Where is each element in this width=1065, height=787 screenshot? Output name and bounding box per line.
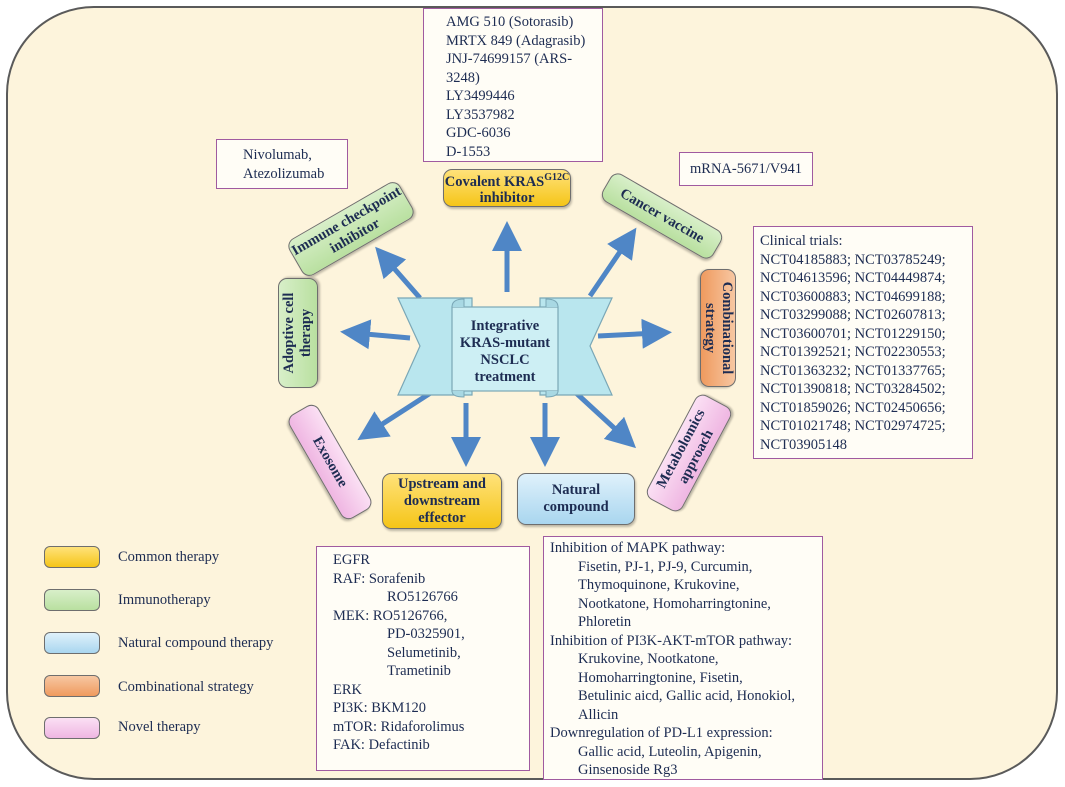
legend-swatch-novel bbox=[44, 717, 100, 739]
arrow-to-exosome bbox=[357, 389, 434, 441]
compound-item: Betulinic aicd, Gallic acid, Honokiol, bbox=[578, 688, 796, 704]
trial-item: NCT03299088; NCT02607813; bbox=[760, 307, 946, 323]
effector-drug-list: EGFR RAF: Sorafenib RO5126766 MEK: RO512… bbox=[316, 546, 530, 771]
arrow-to-vaccine bbox=[587, 227, 637, 298]
legend-label-natural: Natural compound therapy bbox=[118, 635, 274, 651]
clinical-trials-list: Clinical trials: NCT04185883; NCT0378524… bbox=[753, 226, 973, 459]
compound-item: Nootkatone, Homoharringtonine, bbox=[578, 595, 771, 612]
legend-label-common: Common therapy bbox=[118, 549, 220, 565]
effector-item: EGFR bbox=[333, 552, 371, 568]
drug-item: D-1553 bbox=[446, 143, 491, 160]
compound-item: Inhibition of PI3K-AKT-mTOR pathway: bbox=[550, 632, 793, 649]
drug-item: GDC-6036 bbox=[446, 125, 511, 141]
covalent-kras-inhibitor-node: Covalent KRASG12C inhibitor bbox=[443, 169, 571, 207]
compound-item: Ginsenoside Rg3 bbox=[578, 762, 678, 778]
compound-item: Phloretin bbox=[578, 614, 632, 630]
trial-item: NCT03905148 bbox=[760, 436, 847, 453]
drug-item: 3248) bbox=[446, 69, 480, 86]
drug-item: LY3499446 bbox=[446, 88, 515, 104]
legend-label-immuno: Immunotherapy bbox=[118, 592, 211, 608]
covalent-drug-list: AMG 510 (Sotorasib) MRTX 849 (Adagrasib)… bbox=[423, 8, 603, 162]
immune-drug-list: Nivolumab, Atezolizumab bbox=[216, 139, 348, 189]
effector-item: MEK: RO5126766, bbox=[333, 607, 448, 624]
effector-item: ERK bbox=[333, 681, 362, 698]
drug-item: MRTX 849 (Adagrasib) bbox=[446, 32, 586, 49]
center-ribbon bbox=[397, 297, 613, 398]
trial-item: NCT03600701; NCT01229150; bbox=[760, 325, 946, 342]
trial-item: Clinical trials: bbox=[760, 233, 843, 249]
drug-item: Atezolizumab bbox=[243, 165, 325, 182]
effector-item: Trametinib bbox=[387, 663, 451, 679]
drug-item: mRNA-5671/V941 bbox=[690, 161, 802, 177]
arrow-to-metabolomics bbox=[573, 390, 637, 449]
legend-label-novel: Novel therapy bbox=[118, 719, 201, 735]
compound-item: Thymoquinone, Krukovine, bbox=[578, 577, 740, 593]
upstream-downstream-effector-node: Upstream and downstream effector bbox=[382, 473, 502, 529]
effector-item: RO5126766 bbox=[387, 589, 458, 605]
legend-label-combinational: Combinational strategy bbox=[118, 679, 254, 695]
drug-item: Nivolumab, bbox=[243, 147, 312, 163]
arrow-to-immune bbox=[375, 246, 422, 300]
legend-swatch-combinational bbox=[44, 675, 100, 697]
trial-item: NCT01859026; NCT02450656; bbox=[760, 399, 946, 416]
trial-item: NCT04185883; NCT03785249; bbox=[760, 251, 946, 268]
vaccine-drug-list: mRNA-5671/V941 bbox=[679, 152, 813, 186]
trial-item: NCT03600883; NCT04699188; bbox=[760, 288, 946, 305]
drug-item: JNJ-74699157 (ARS- bbox=[446, 51, 573, 67]
center-line: NSCLC bbox=[480, 352, 530, 368]
compound-item: Homoharringtonine, Fisetin, bbox=[578, 669, 743, 686]
legend-swatch-natural bbox=[44, 632, 100, 654]
center-line: Integrative bbox=[470, 318, 540, 334]
center-line: treatment bbox=[474, 369, 536, 385]
compound-item: Fisetin, PJ-1, PJ-9, Curcumin, bbox=[578, 558, 753, 575]
arrow-to-combinational bbox=[597, 318, 672, 349]
adoptive-cell-therapy-node: Adoptive cell therapy bbox=[278, 278, 318, 388]
combinational-strategy-node: Combinational strategy bbox=[700, 269, 736, 387]
effector-item: mTOR: Ridaforolimus bbox=[333, 718, 465, 735]
effector-item: Selumetinib, bbox=[387, 644, 461, 661]
drug-item: AMG 510 (Sotorasib) bbox=[446, 14, 574, 30]
trial-item: NCT01390818; NCT03284502; bbox=[760, 381, 946, 397]
trial-item: NCT01363232; NCT01337765; bbox=[760, 362, 946, 379]
trial-item: NCT01392521; NCT02230553; bbox=[760, 344, 946, 360]
compound-item: Inhibition of MAPK pathway: bbox=[550, 540, 726, 556]
drug-item: LY3537982 bbox=[446, 106, 515, 123]
effector-item: FAK: Defactinib bbox=[333, 737, 430, 753]
trial-item: NCT04613596; NCT04449874; bbox=[760, 270, 946, 286]
legend-swatch-common bbox=[44, 546, 100, 568]
arrow-to-adoptive bbox=[340, 319, 411, 350]
effector-item: PI3K: BKM120 bbox=[333, 700, 427, 716]
center-line: KRAS-mutant bbox=[459, 335, 551, 351]
trial-item: NCT01021748; NCT02974725; bbox=[760, 418, 946, 434]
compound-item: Krukovine, Nootkatone, bbox=[578, 651, 719, 667]
center-title: Integrative KRAS-mutant NSCLC treatment bbox=[450, 318, 560, 386]
compound-item: Allicin bbox=[578, 706, 619, 723]
effector-item: PD-0325901, bbox=[387, 626, 465, 642]
compound-item: Downregulation of PD-L1 expression: bbox=[550, 725, 773, 741]
legend-swatch-immuno bbox=[44, 589, 100, 611]
natural-compound-node: Natural compound bbox=[517, 473, 635, 525]
compound-item: Gallic acid, Luteolin, Apigenin, bbox=[578, 743, 762, 760]
natural-compound-list: Inhibition of MAPK pathway: Fisetin, PJ-… bbox=[543, 536, 823, 780]
effector-item: RAF: Sorafenib bbox=[333, 570, 426, 587]
